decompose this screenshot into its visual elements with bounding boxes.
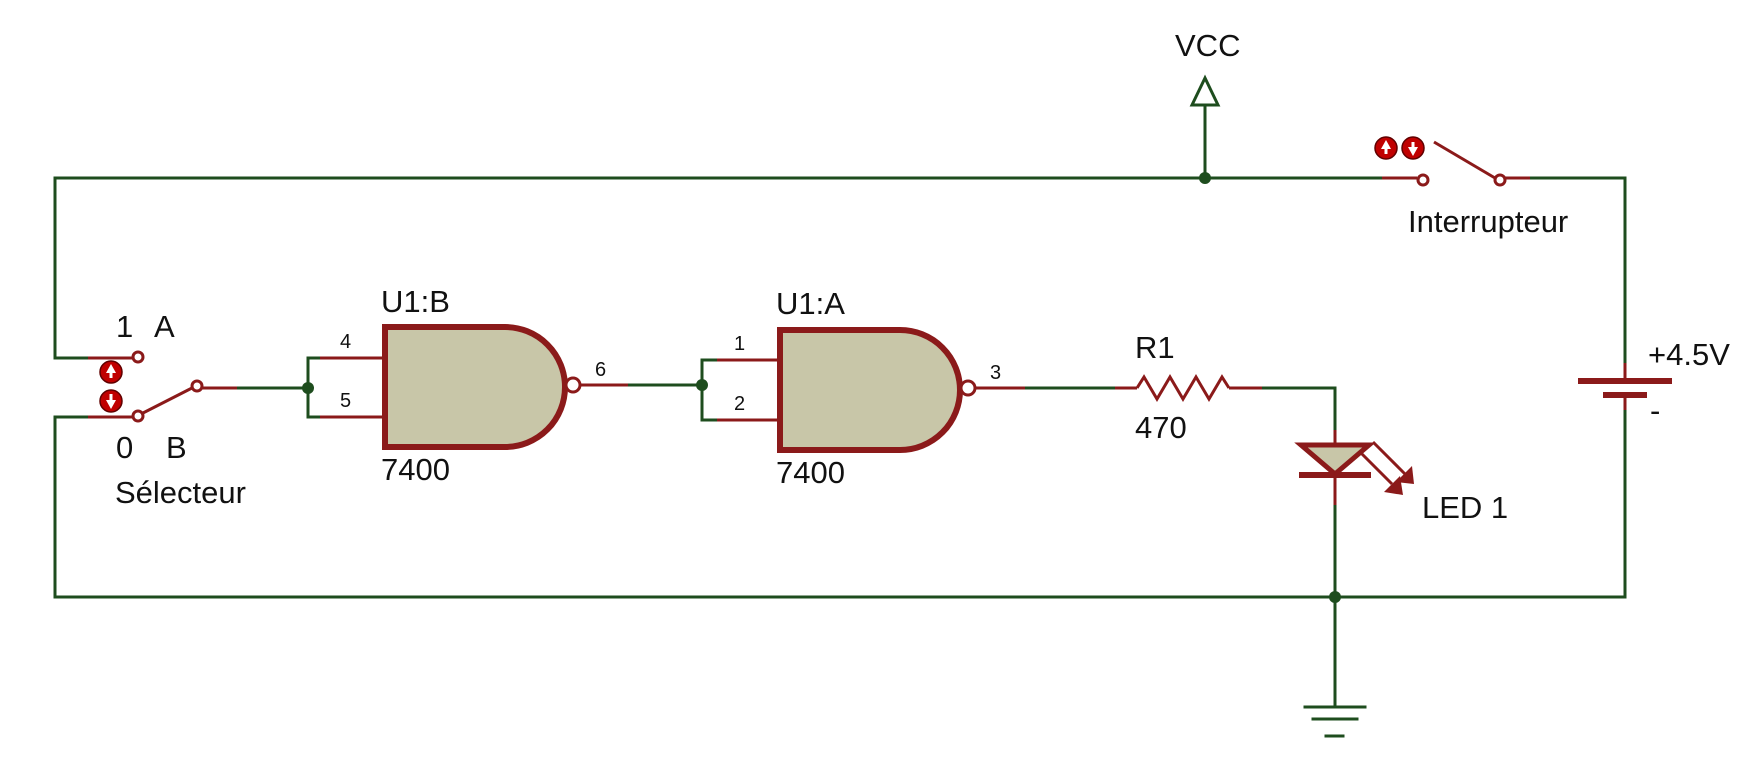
- gate-b-pin6-number: 6: [595, 359, 606, 381]
- nand-gate-u1a: 1 2 3 U1:A 7400: [717, 286, 1025, 490]
- junction-ground: [1329, 591, 1341, 603]
- selector-contact-b: [131, 409, 145, 423]
- led-label: LED 1: [1422, 490, 1508, 525]
- gate-b-body: [382, 324, 568, 450]
- selector-switch[interactable]: 1 A 0 B Sélecteur: [88, 309, 246, 510]
- wires: [53, 103, 1627, 708]
- led-light-arrows-icon: [1358, 440, 1414, 495]
- gate-a-part: 7400: [776, 455, 845, 490]
- selector-pos1-number: 1: [116, 309, 133, 344]
- main-switch-up-button-icon[interactable]: [1374, 136, 1398, 160]
- main-switch-lever[interactable]: [1433, 140, 1496, 180]
- vcc-arrow-icon: [1189, 74, 1221, 107]
- selector-lever[interactable]: [140, 386, 193, 416]
- resistor-value: 470: [1135, 410, 1187, 445]
- gate-b-pin5-number: 5: [340, 390, 351, 412]
- vcc-terminal: VCC: [1175, 28, 1240, 107]
- gate-a-body: [777, 327, 963, 453]
- selector-contact-common: [190, 379, 204, 393]
- battery-minus-label: -: [1650, 393, 1660, 428]
- junctions: [302, 172, 1341, 603]
- main-switch-contact-left: [1416, 173, 1430, 187]
- resistor-ref: R1: [1135, 330, 1175, 365]
- selector-pos0-number: 0: [116, 430, 133, 465]
- main-switch-label: Interrupteur: [1408, 204, 1568, 239]
- gate-a-pin1-number: 1: [734, 333, 745, 355]
- junction-vcc: [1199, 172, 1211, 184]
- junction-gate-a-inputs: [696, 379, 708, 391]
- main-switch[interactable]: Interrupteur: [1374, 136, 1568, 239]
- gate-a-pin3-number: 3: [990, 362, 1001, 384]
- selector-down-button-icon[interactable]: [99, 389, 123, 413]
- battery: +4.5V -: [1578, 337, 1730, 428]
- led-1: LED 1: [1294, 430, 1508, 525]
- junction-gate-b-inputs: [302, 382, 314, 394]
- main-switch-contact-right: [1493, 173, 1507, 187]
- selector-contact-a: [131, 350, 145, 364]
- vcc-label: VCC: [1175, 28, 1240, 63]
- gate-b-part: 7400: [381, 452, 450, 487]
- main-switch-down-button-icon[interactable]: [1401, 136, 1425, 160]
- gate-b-ref: U1:B: [381, 284, 450, 319]
- selector-pos1-letter: A: [154, 309, 175, 344]
- ground-symbol-icon: [1303, 705, 1367, 738]
- resistor-zigzag-icon: [1135, 374, 1231, 402]
- resistor-r1: R1 470: [1115, 330, 1262, 445]
- led-diode-icon: [1294, 442, 1376, 478]
- battery-plus-label: +4.5V: [1648, 337, 1730, 372]
- selector-pos0-letter: B: [166, 430, 187, 465]
- gate-b-output-bubble: [564, 376, 582, 394]
- gate-a-ref: U1:A: [776, 286, 845, 321]
- gate-b-pin4-number: 4: [340, 331, 351, 353]
- selector-label: Sélecteur: [115, 475, 246, 510]
- selector-up-button-icon[interactable]: [99, 360, 123, 384]
- gate-a-pin2-number: 2: [734, 393, 745, 415]
- gate-a-output-bubble: [959, 379, 977, 397]
- nand-gate-u1b: 4 5 6 U1:B 7400: [320, 284, 628, 487]
